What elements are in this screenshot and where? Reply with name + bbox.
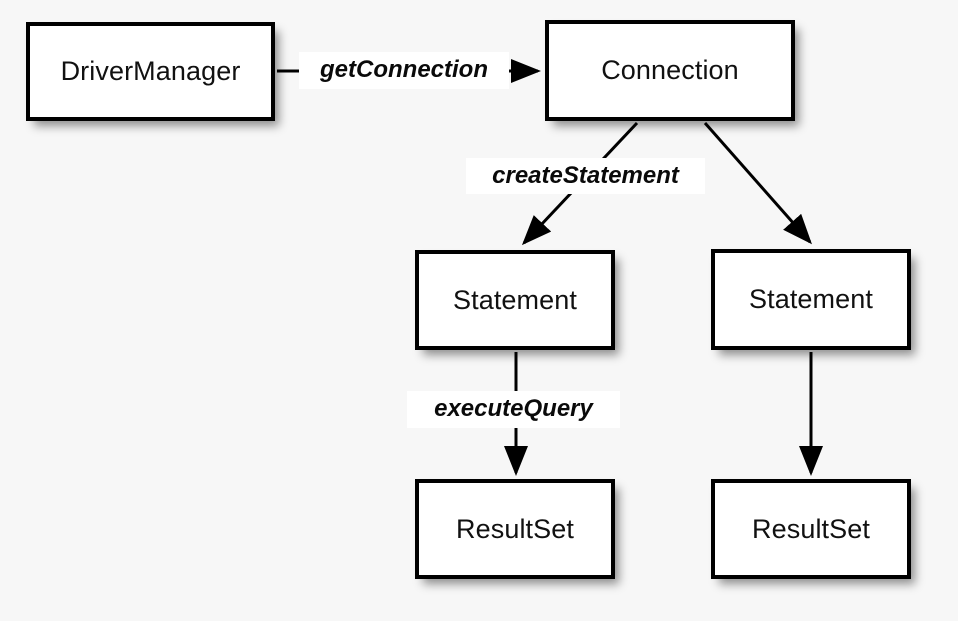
node-resultset-left[interactable]: ResultSet	[415, 479, 615, 579]
node-statement-right-label: Statement	[749, 284, 873, 314]
node-resultset-right[interactable]: ResultSet	[711, 479, 911, 579]
edge-label-getconnection: getConnection	[299, 52, 509, 89]
node-resultset-left-label: ResultSet	[456, 513, 574, 544]
node-resultset-right-label: ResultSet	[752, 513, 870, 544]
node-connection-label: Connection	[601, 55, 739, 85]
edge-label-createstatement: createStatement	[466, 158, 705, 194]
edge-connection-to-statement-right	[703, 122, 812, 245]
node-statement-left-label: Statement	[453, 284, 577, 315]
edge-label-executequery: executeQuery	[407, 391, 620, 428]
node-drivermanager-label: DriverManager	[60, 56, 241, 86]
node-statement-left[interactable]: Statement	[415, 250, 615, 350]
node-statement-right[interactable]: Statement	[711, 249, 911, 350]
node-drivermanager[interactable]: DriverManager	[26, 22, 275, 121]
node-connection[interactable]: Connection	[545, 20, 795, 121]
